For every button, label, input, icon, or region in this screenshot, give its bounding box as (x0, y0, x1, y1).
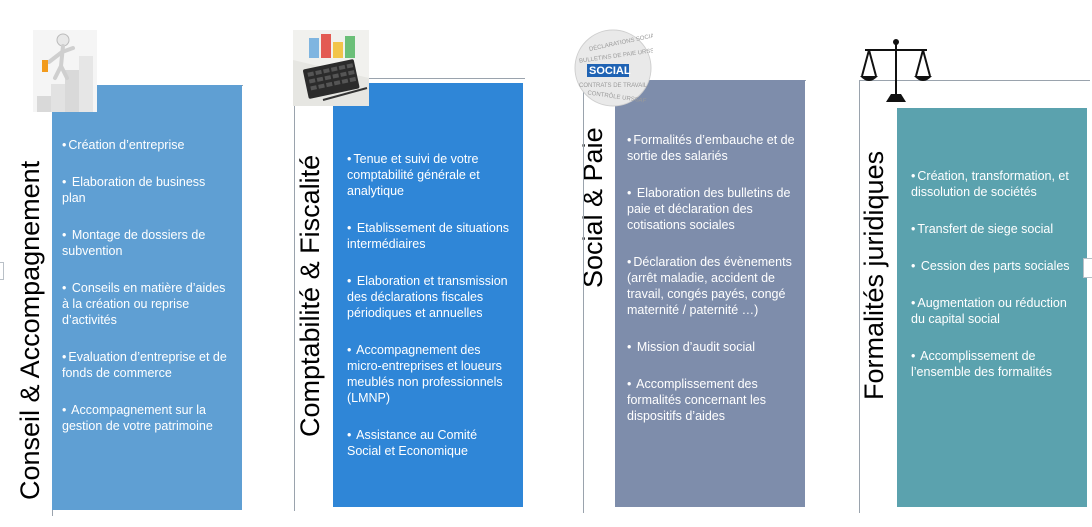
edge-box (1083, 258, 1092, 278)
panel-comptabilite: Tenue et suivi de votre comptabilité gén… (333, 83, 523, 507)
list-item: Montage de dossiers de subvention (62, 227, 232, 259)
list-item: Elaboration des bulletins de paie et déc… (627, 185, 795, 233)
list-item: Conseils en matière d’aides à la créatio… (62, 280, 232, 328)
list-item: Accompagnement sur la gestion de votre p… (62, 402, 232, 434)
list-item: Accomplissement de l’ensemble des formal… (911, 348, 1079, 380)
social-word-sphere-icon: DÉCLARATIONS SOCIALES BULLETINS DE PAIE … (573, 28, 666, 108)
calculator-icon (293, 30, 369, 106)
column-comptabilite: Comptabilité & Fiscalité Tenue et suivi … (270, 0, 535, 527)
list-item: Accompagnement des micro-entreprises et … (347, 342, 513, 406)
panel-outline (294, 78, 525, 511)
svg-text:CONTRATS DE TRAVAIL: CONTRATS DE TRAVAIL (579, 83, 648, 89)
list-item: Elaboration et transmission des déclarat… (347, 273, 513, 321)
panel-outline (859, 80, 1090, 513)
panel-social: Formalités d’embauche et de sortie des s… (615, 80, 805, 507)
balance-scale-icon (859, 36, 933, 104)
list-item: Création d’entreprise (62, 137, 232, 153)
list-item: Etablissement de situations intermédiair… (347, 220, 513, 252)
list-item: Augmentation ou réduction du capital soc… (911, 295, 1079, 327)
panel-conseil: Création d’entreprise Elaboration de bus… (52, 85, 242, 510)
column-conseil: Conseil & Accompagnement Création d’entr… (0, 0, 260, 527)
staircase-figure-icon (33, 30, 97, 112)
list-item: Assistance au Comité Social et Economiqu… (347, 427, 513, 459)
column-social: Social & Paie Formalités d’embauche et d… (545, 0, 815, 527)
list-item: Formalités d’embauche et de sortie des s… (627, 132, 795, 164)
list-item: Accomplissement des formalités concernan… (627, 376, 795, 424)
list-item: Evaluation d’entreprise et de fonds de c… (62, 349, 232, 381)
edge-box (0, 262, 4, 280)
panel-juridique: Création, transformation, et dissolution… (897, 108, 1087, 507)
column-juridique: Formalités juridiques Création, transfor… (825, 0, 1092, 527)
list-item: Tenue et suivi de votre comptabilité gén… (347, 151, 513, 199)
svg-text:SOCIAL: SOCIAL (589, 65, 631, 77)
item-list: Tenue et suivi de votre comptabilité gén… (347, 151, 513, 459)
list-item: Elaboration de business plan (62, 174, 232, 206)
item-list: Formalités d’embauche et de sortie des s… (627, 132, 795, 424)
list-item: Mission d’audit social (627, 339, 795, 355)
list-item: Création, transformation, et dissolution… (911, 168, 1079, 200)
list-item: Transfert de siege social (911, 221, 1079, 237)
list-item: Déclaration des évènements (arrêt maladi… (627, 254, 795, 318)
item-list: Création d’entreprise Elaboration de bus… (62, 137, 232, 434)
list-item: Cession des parts sociales (911, 258, 1079, 274)
item-list: Création, transformation, et dissolution… (911, 168, 1079, 380)
column-title: Conseil & Accompagnement (15, 160, 45, 500)
